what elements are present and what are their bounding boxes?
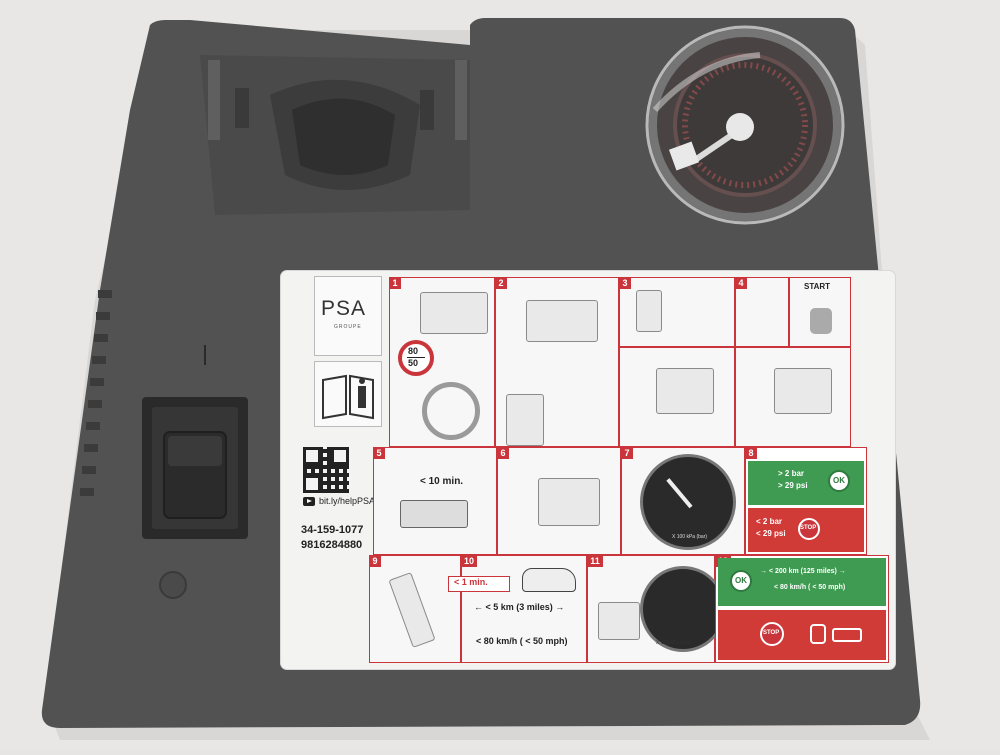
step-7-panel: 7 X 100 kPa (bar): [621, 447, 745, 555]
brand-box: [314, 276, 382, 356]
gauge-icon: [640, 454, 736, 550]
time-limit-box: [448, 576, 510, 592]
step-number: 7: [621, 447, 633, 459]
help-link[interactable]: bit.ly/helpPSA: [319, 496, 376, 506]
play-icon: [303, 497, 315, 506]
step-3b-panel: [619, 347, 735, 447]
manual-info-icon: [314, 361, 382, 427]
step-number: 4: [735, 277, 747, 289]
side-vents: [80, 290, 112, 496]
step-3-panel: 3: [619, 277, 735, 347]
step-4-panel: 4: [735, 277, 789, 347]
steering-wheel-icon: [422, 382, 480, 440]
step-number: 9: [369, 555, 381, 567]
stop-badge: STOP: [798, 518, 820, 540]
step-number: 2: [495, 277, 507, 289]
distance-max: → < 200 km (125 miles) →: [760, 568, 846, 575]
step-number: 8: [745, 447, 757, 459]
brand-logo: PSA: [321, 297, 367, 320]
ok-badge: OK: [730, 570, 752, 592]
step-5-panel: 5 < 10 min.: [373, 447, 497, 555]
step-11-panel: 11 X 100 kPa (bar): [587, 555, 726, 663]
qr-code-icon: [303, 447, 349, 493]
start-label: START: [804, 282, 831, 291]
step-6-panel: 6: [497, 447, 621, 555]
part-number-2: 9816284880: [301, 539, 363, 551]
stop-badge: STOP: [760, 622, 784, 646]
step-number: 11: [587, 555, 603, 567]
gauge-icon: [640, 566, 726, 652]
time-limit-10: < 10 min.: [420, 476, 464, 487]
step-12-panel: 12 OK → < 200 km (125 miles) → < 80 km/h…: [715, 555, 889, 663]
switch-icon: [810, 308, 832, 334]
step-2-panel: 2: [495, 277, 619, 447]
speed-limit: < 80 km/h ( < 50 mph): [476, 636, 568, 646]
step-9-panel: 9: [369, 555, 461, 663]
pressure-gauge: [645, 25, 845, 225]
step-number: 6: [497, 447, 509, 459]
step-1-panel: 1 80 50: [389, 277, 495, 447]
step-number: 3: [619, 277, 631, 289]
gauge-unit-label: X 100 kPa (bar): [672, 534, 708, 540]
step-number: 1: [389, 277, 401, 289]
time-limit-1: < 1 min.: [454, 577, 488, 587]
tow-truck-icon: [832, 628, 862, 642]
step-number: 5: [373, 447, 385, 459]
speed-limit-sign: 80 50: [398, 340, 434, 376]
speed-max: < 80 km/h ( < 50 mph): [774, 584, 846, 591]
step-8-panel: 8 > 2 bar > 29 psi OK < 2 bar < 29 psi S…: [745, 447, 867, 555]
step-10-panel: 10 < 1 min. ← < 5 km (3 miles) → < 80 km…: [448, 555, 587, 663]
distance-limit: ← < 5 km (3 miles) →: [474, 602, 565, 612]
step-number: 10: [461, 555, 477, 567]
gauge-unit-label: X 100 kPa (bar): [656, 640, 692, 646]
phone-icon: [810, 624, 826, 644]
car-icon: [522, 568, 576, 592]
start-panel: START: [789, 277, 851, 347]
stop-box: [718, 610, 886, 660]
instruction-label: PSA GROUPE bit.ly/helpPSA 34-159-1077 98…: [281, 271, 895, 669]
part-number-1: 34-159-1077: [301, 524, 364, 536]
screw-hole: [159, 571, 187, 599]
ok-badge: OK: [828, 470, 850, 492]
brand-subtitle: GROUPE: [334, 324, 362, 330]
switch-icon: [400, 500, 468, 528]
step-4b-panel: [735, 347, 851, 447]
